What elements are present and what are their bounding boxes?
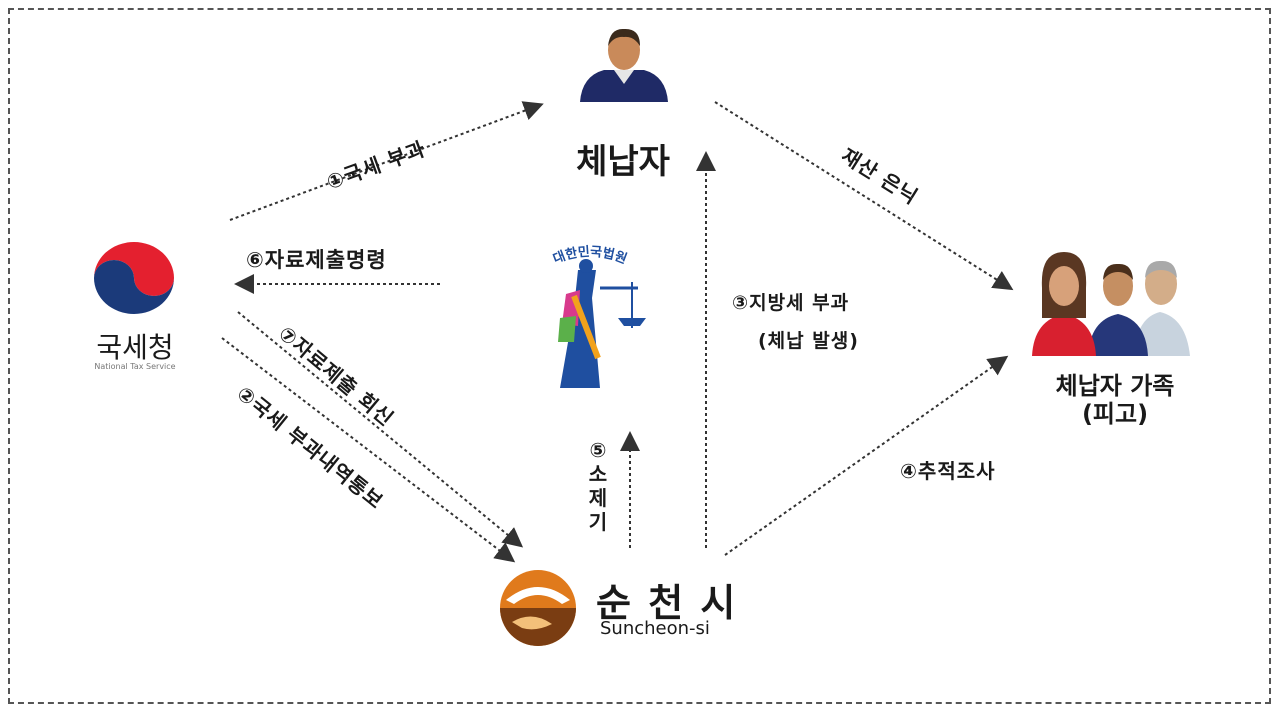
court-arc-text: 대한민국법원 [551,244,629,267]
edge-label-local-tax: ③지방세 부과 [732,292,850,314]
court-emblem-icon: 대한민국법원 [551,244,646,388]
nts-sublabel: National Tax Service [94,362,176,371]
edge-label-trace: ④추적조사 [900,459,996,483]
person-icon [580,28,668,102]
edge-label-local-tax-sub: (체납 발생) [758,330,859,352]
suncheon-sublabel: Suncheon-si [600,618,710,639]
edge-label-submit-order: ⑥자료제출명령 [246,248,387,272]
taxpayer-label: 체납자 [576,142,670,182]
family-label-line1: 체납자 가족 [1055,372,1175,400]
suncheon-logo-icon [500,570,576,646]
suncheon-label: 순 천 시 [596,581,738,625]
family-label: 체납자 가족 (피고) [1020,372,1210,428]
arrow-notify [221,337,516,563]
arrow-submit-reply [237,311,524,548]
nts-logo-icon [94,242,174,314]
diagram-frame [8,8,1271,704]
nts-label: 국세청 [96,331,174,364]
family-label-line2: (피고) [1081,400,1149,428]
family-icon [1032,252,1190,356]
arrow-hide-assets [714,101,1014,291]
arrow-national-tax [229,101,544,221]
